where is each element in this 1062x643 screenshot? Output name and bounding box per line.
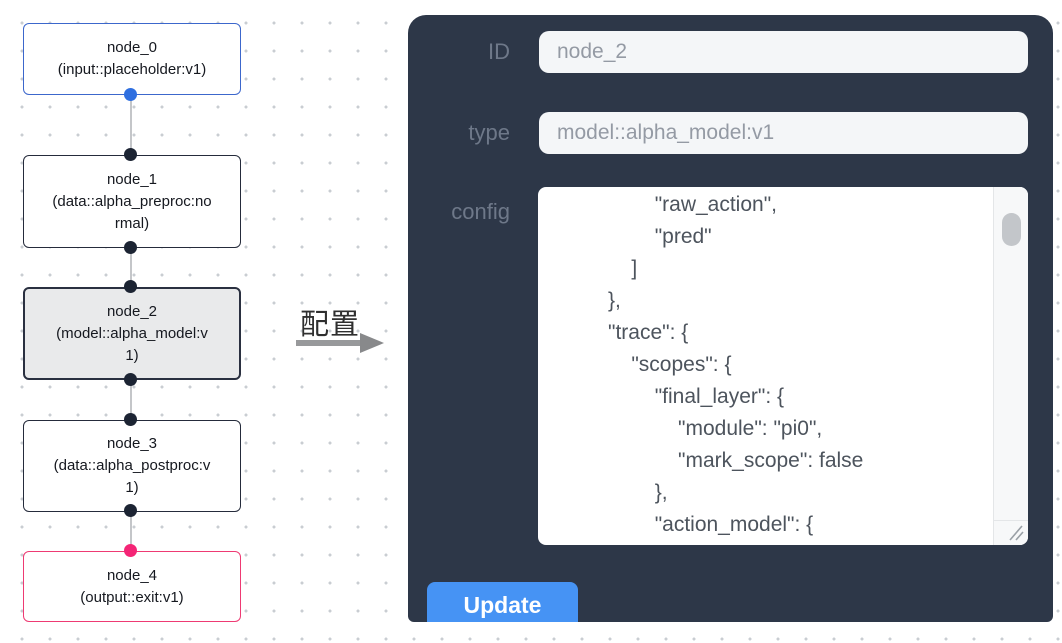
node-node_2[interactable]: node_2 (model::alpha_model:v1) (23, 287, 241, 380)
scrollbar-corner (993, 520, 1028, 521)
scrollbar-divider (993, 187, 994, 545)
node-node_1[interactable]: node_1 (data::alpha_preproc:normal) (23, 155, 241, 248)
configure-transition-label: 配置 (299, 309, 360, 341)
edge-node2-node3 (130, 380, 132, 420)
port-out-node_2[interactable] (124, 373, 137, 386)
port-in-node_2[interactable] (124, 280, 137, 293)
node-title: node_0 (106, 39, 158, 56)
edge-node1-node2 (130, 248, 132, 287)
node-type-label: (data::alpha_postproc:v1) (53, 457, 211, 496)
node-node_4[interactable]: node_4 (output::exit:v1) (23, 551, 241, 622)
port-out-node_1[interactable] (124, 241, 137, 254)
config-panel: ID type config "raw_action", "pred" ] },… (408, 15, 1053, 622)
id-label: ID (488, 39, 510, 64)
node-node_3[interactable]: node_3 (data::alpha_postproc:v1) (23, 420, 241, 512)
node-type-label: (output::exit:v1) (80, 588, 184, 606)
node-title: node_1 (106, 170, 158, 188)
scrollbar-track[interactable] (994, 187, 1028, 545)
port-out-node_0[interactable] (124, 88, 137, 101)
edge-node0-node1 (130, 95, 132, 155)
port-out-node_3[interactable] (124, 504, 137, 517)
update-button[interactable]: Update (427, 582, 578, 622)
config-textarea[interactable]: "raw_action", "pred" ] }, "trace": { "sc… (538, 187, 1028, 545)
port-in-node_3[interactable] (124, 413, 137, 426)
config-json-text: "raw_action", "pred" ] }, "trace": { "sc… (608, 193, 864, 536)
type-input[interactable] (539, 112, 1028, 154)
node-title: node_2 (106, 302, 158, 320)
type-label: type (468, 120, 510, 145)
port-in-node_4[interactable] (124, 544, 137, 557)
scrollbar-thumb[interactable] (1002, 213, 1021, 246)
right-arrow-icon (296, 333, 384, 353)
port-in-node_1[interactable] (124, 148, 137, 161)
config-label: config (451, 199, 510, 224)
node-title: node_4 (106, 566, 158, 584)
id-input[interactable] (539, 31, 1028, 73)
node-type-label: (model::alpha_model:v1) (56, 324, 208, 364)
flow-canvas[interactable]: node_0 (input::placeholder:v1) node_1 (d… (0, 0, 408, 643)
node-type-label: (input::placeholder:v1) (57, 61, 207, 78)
node-type-label: (data::alpha_preproc:normal) (52, 192, 212, 232)
resize-handle-icon[interactable] (1006, 525, 1024, 541)
node-node_0[interactable]: node_0 (input::placeholder:v1) (23, 23, 241, 95)
edge-node3-node4 (130, 511, 132, 551)
node-title: node_3 (106, 435, 158, 452)
